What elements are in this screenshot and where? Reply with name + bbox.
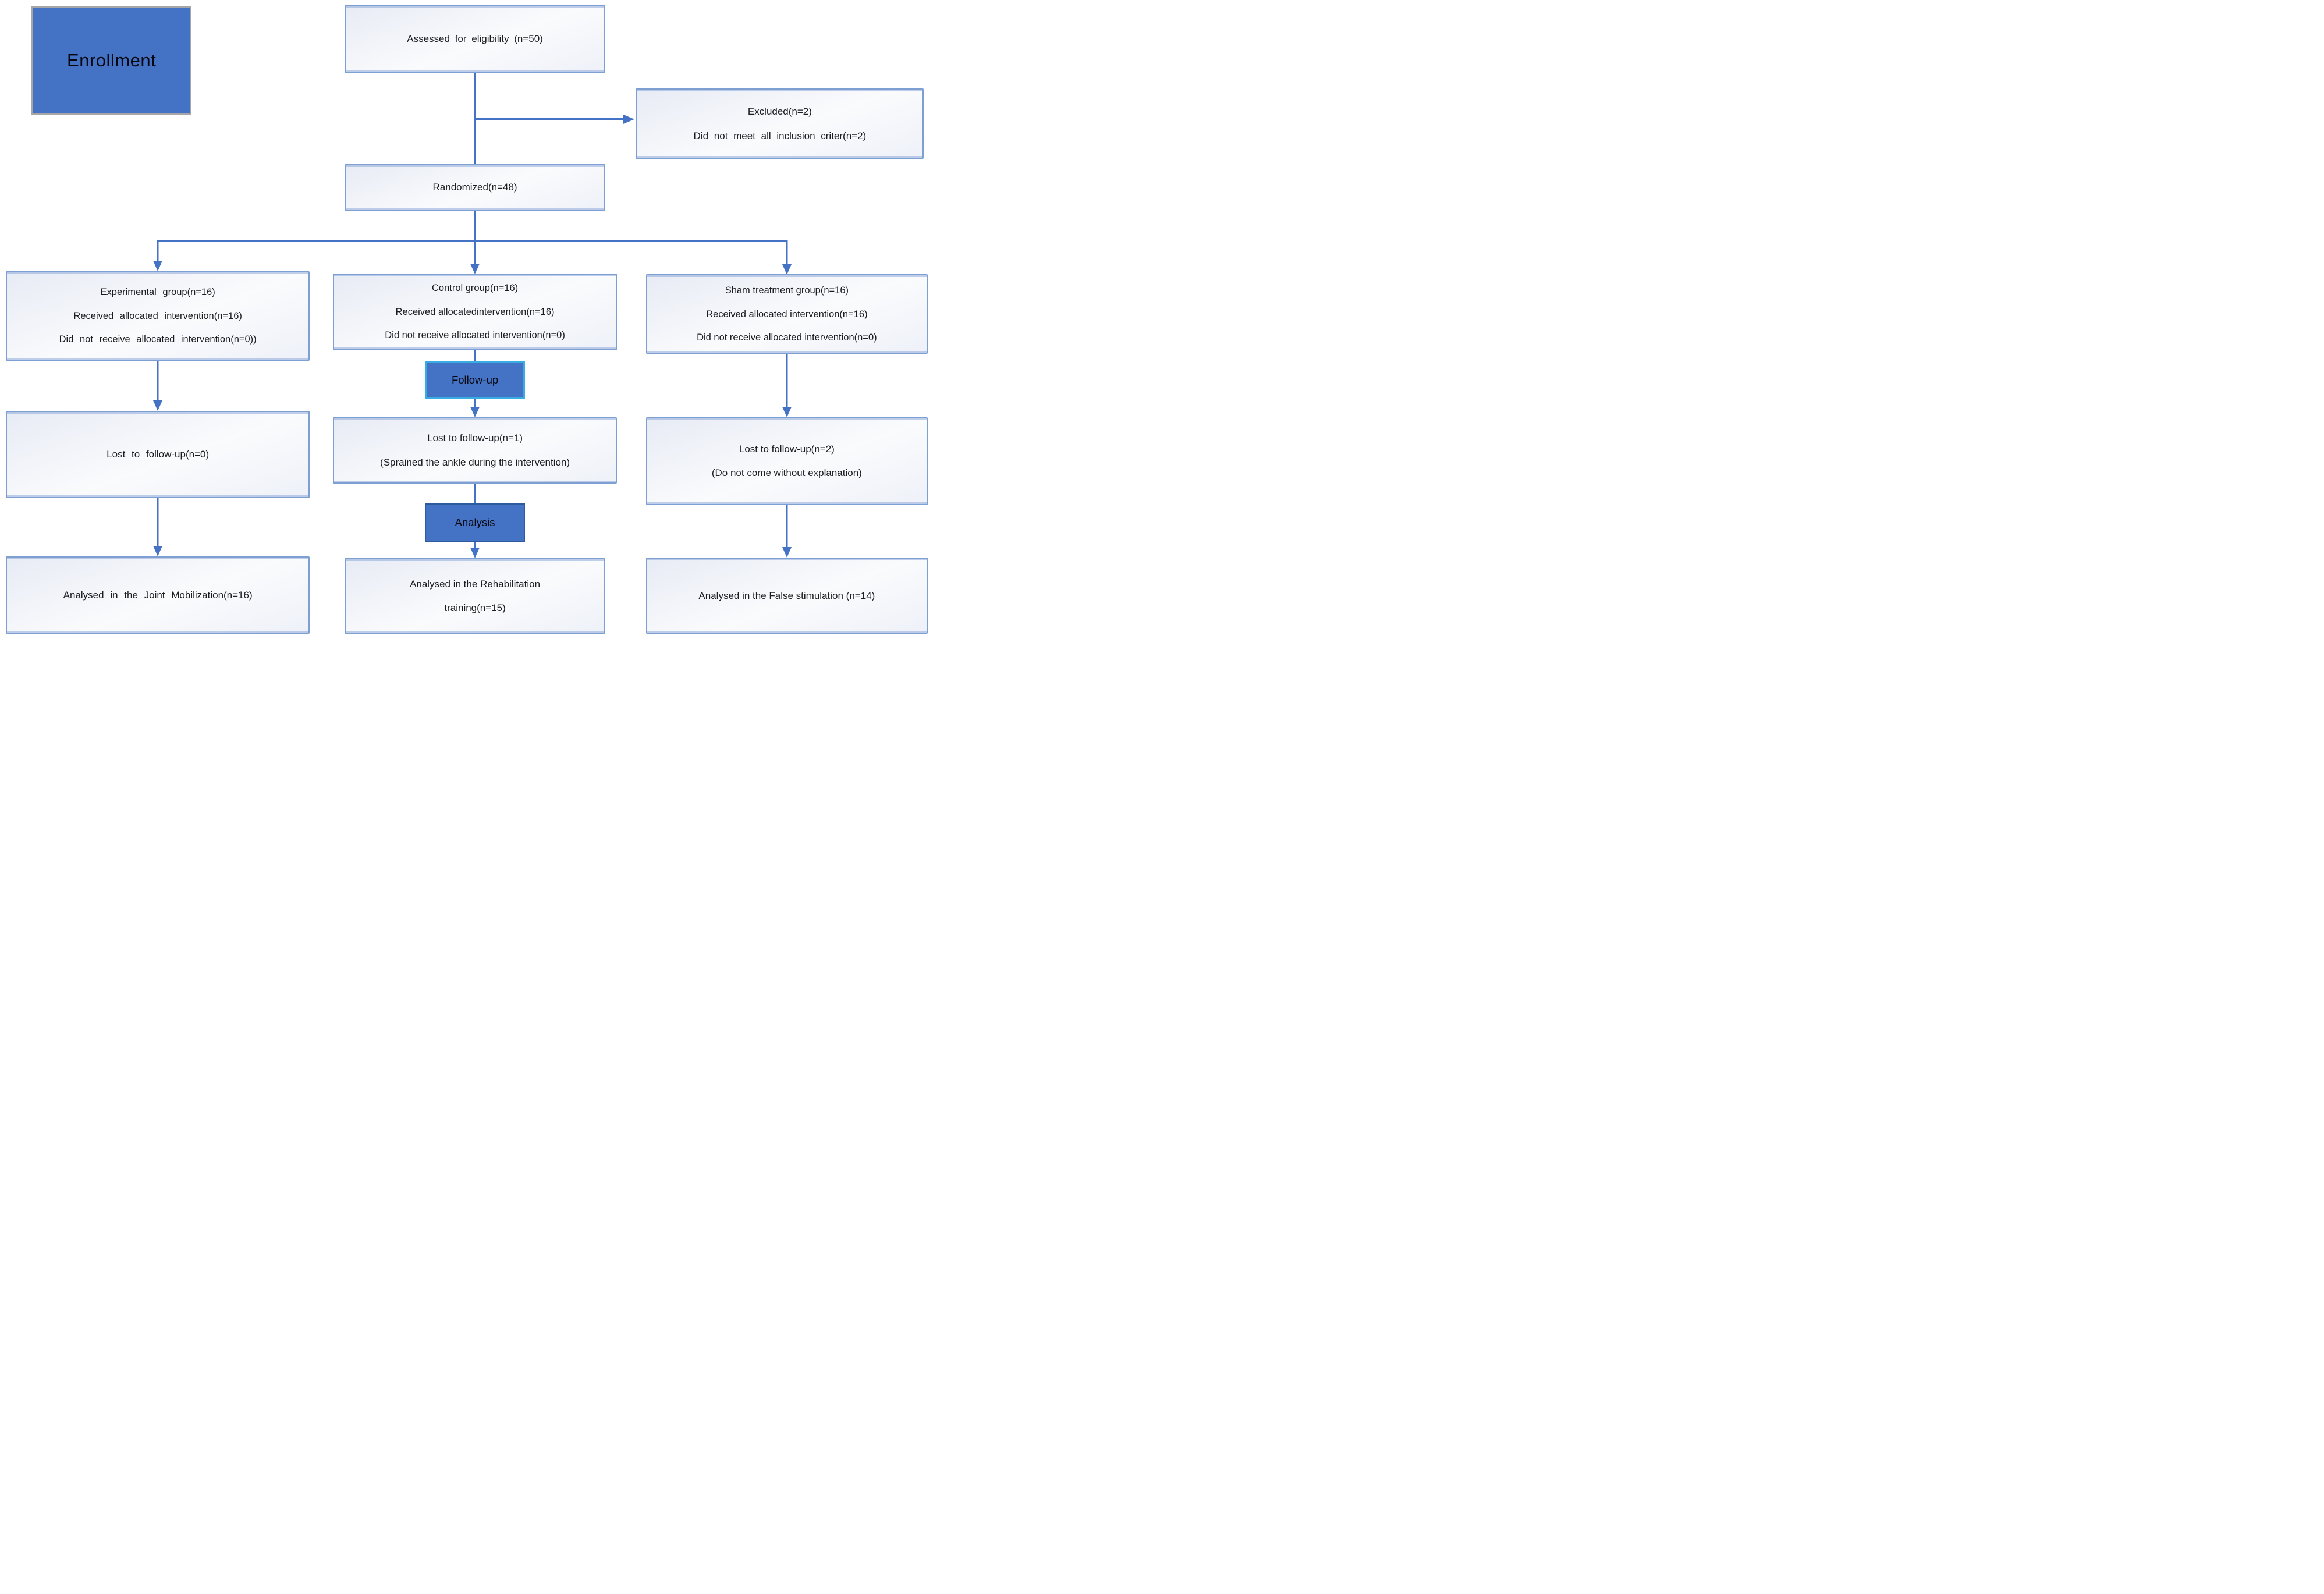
- arrowhead-down-icon: [470, 263, 480, 274]
- analysed-sham-box: Analysed in the False stimulation (n=14): [645, 557, 928, 634]
- followup-stage-label: Follow-up: [424, 361, 526, 400]
- box-text-line: Experimental group(n=16): [100, 287, 215, 298]
- arrowhead-down-icon: [782, 407, 792, 418]
- box-text-line: Did not receive allocated intervention(n…: [59, 334, 257, 345]
- box-text-line: Assessed for eligibility (n=50): [407, 33, 543, 45]
- connector-line: [475, 118, 624, 120]
- arrowhead-down-icon: [470, 407, 480, 418]
- followup-stage-text: Follow-up: [451, 374, 499, 386]
- arrowhead-right-icon: [623, 115, 634, 125]
- box-text-line: training(n=15): [444, 602, 506, 614]
- connector-line: [786, 504, 788, 548]
- connector-line: [474, 210, 476, 242]
- arrowhead-down-icon: [153, 400, 162, 411]
- box-text-line: Received allocated intervention(n=16): [706, 308, 868, 319]
- box-text-line: Sham treatment group(n=16): [725, 285, 849, 296]
- box-text-line: Received allocated intervention(n=16): [73, 310, 242, 321]
- box-text-line: Control group(n=16): [431, 283, 519, 294]
- randomized-box: Randomized(n=48): [345, 164, 605, 211]
- lost-followup-experimental-box: Lost to follow-up(n=0): [6, 410, 310, 498]
- arrowhead-down-icon: [782, 547, 792, 558]
- consort-flow-diagram: Enrollment Follow-up Analysis Assessed f…: [0, 0, 929, 638]
- connector-line: [786, 240, 788, 265]
- connector-line: [158, 240, 787, 242]
- connector-line: [474, 399, 476, 409]
- arrowhead-down-icon: [153, 261, 162, 272]
- arrowhead-down-icon: [782, 264, 792, 275]
- assessed-box: Assessed for eligibility (n=50): [345, 4, 605, 74]
- box-text-line: (Do not come without explanation): [711, 467, 862, 479]
- analysed-experimental-box: Analysed in the Joint Mobilization(n=16): [6, 556, 310, 634]
- arrowhead-down-icon: [153, 546, 162, 557]
- connector-line: [157, 360, 159, 402]
- box-text-line: Received allocatedintervention(n=16): [395, 306, 555, 317]
- box-text-line: Lost to follow-up(n=1): [427, 432, 523, 444]
- box-text-line: Did not meet all inclusion criter(n=2): [693, 130, 867, 141]
- connector-line: [157, 497, 159, 547]
- box-text-line: (Sprained the ankle during the intervent…: [380, 456, 570, 468]
- box-text-line: Randomized(n=48): [432, 182, 517, 193]
- box-text-line: Analysed in the Joint Mobilization(n=16): [63, 589, 253, 601]
- analysed-control-box: Analysed in the Rehabilitation training(…: [345, 558, 605, 634]
- box-text-line: Did not receive allocated intervention(n…: [697, 332, 877, 343]
- box-text-line: Did not receive allocated intervention(n…: [385, 330, 565, 341]
- analysis-stage-label: Analysis: [424, 503, 526, 542]
- box-text-line: Lost to follow-up(n=2): [739, 443, 835, 455]
- connector-line: [786, 353, 788, 408]
- analysis-stage-text: Analysis: [455, 516, 495, 529]
- box-text-line: Excluded(n=2): [747, 105, 812, 117]
- lost-followup-sham-box: Lost to follow-up(n=2) (Do not come with…: [645, 417, 928, 506]
- enrollment-stage-label: Enrollment: [31, 6, 191, 115]
- lost-followup-control-box: Lost to follow-up(n=1) (Sprained the ank…: [332, 417, 618, 484]
- arrowhead-down-icon: [470, 548, 480, 559]
- connector-line: [157, 240, 159, 262]
- connector-line: [474, 541, 476, 549]
- connector-line: [474, 240, 476, 264]
- connector-line: [474, 482, 476, 504]
- sham-group-box: Sham treatment group(n=16) Received allo…: [645, 274, 928, 354]
- experimental-group-box: Experimental group(n=16) Received alloca…: [6, 271, 310, 361]
- excluded-box: Excluded(n=2) Did not meet all inclusion…: [636, 88, 924, 159]
- enrollment-stage-text: Enrollment: [67, 50, 157, 71]
- box-text-line: Analysed in the Rehabilitation: [410, 578, 541, 590]
- box-text-line: Analysed in the False stimulation (n=14): [698, 590, 875, 601]
- control-group-box: Control group(n=16) Received allocatedin…: [332, 274, 618, 350]
- connector-line: [474, 349, 476, 362]
- box-text-line: Lost to follow-up(n=0): [107, 449, 210, 460]
